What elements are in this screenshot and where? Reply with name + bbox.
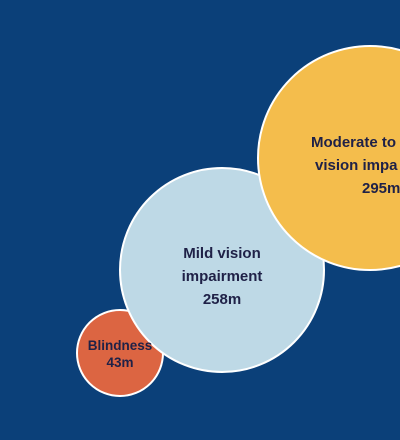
- bubble-label-line: Blindness: [88, 338, 153, 353]
- bubble-label-mild: Mild vision impairment 258m: [182, 245, 263, 308]
- bubble-label-moderate-severe: Moderate to vision impa 295m: [311, 134, 400, 197]
- bubble-label-line: Mild vision: [183, 245, 261, 262]
- bubble-label-line: impairment: [182, 268, 263, 285]
- bubble-label-line: Moderate to: [311, 134, 396, 151]
- bubble-label-line: 295m: [362, 180, 400, 197]
- bubble-label-line: 258m: [203, 291, 241, 308]
- bubble-mild: [119, 167, 325, 373]
- bubble-moderate-severe: [257, 45, 400, 271]
- bubble-label-line: vision impa: [315, 157, 398, 174]
- bubble-label-blindness: Blindness 43m: [88, 338, 153, 370]
- bubble-label-line: 43m: [106, 355, 133, 370]
